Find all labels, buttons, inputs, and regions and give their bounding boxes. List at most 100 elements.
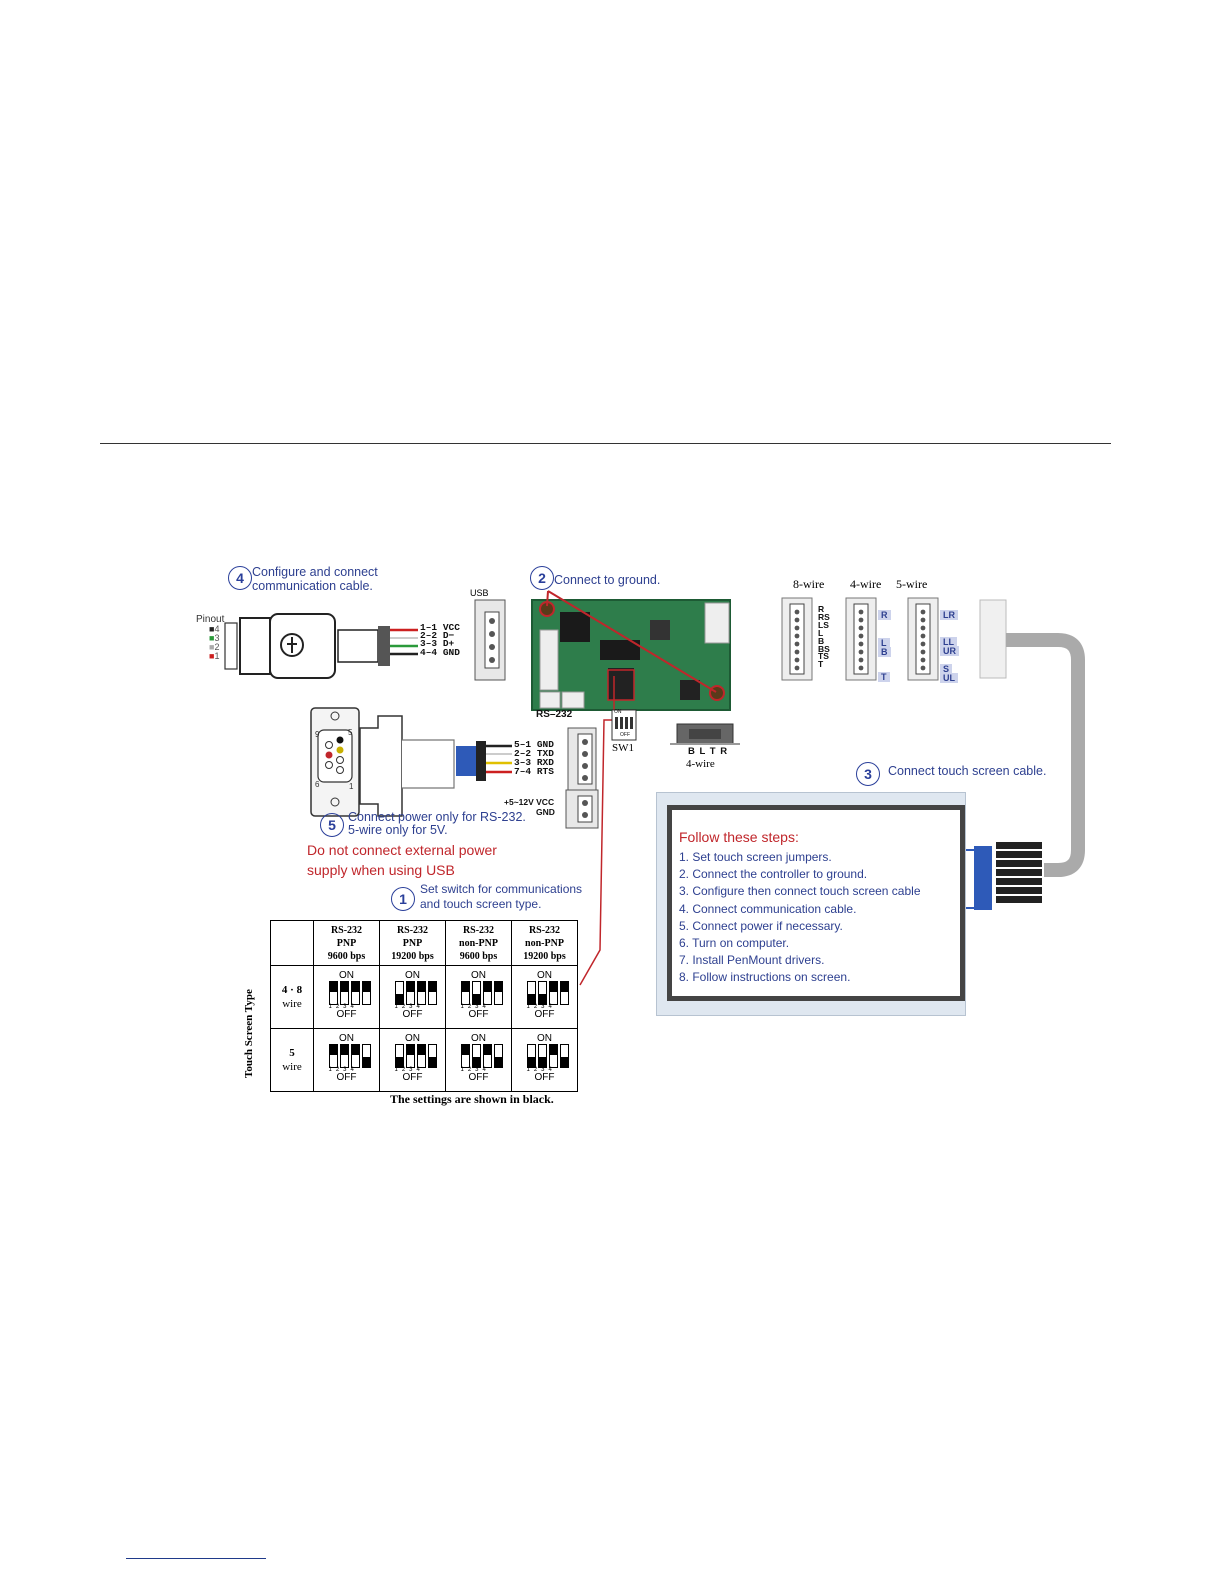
sw1-off-label: OFF [620, 732, 630, 738]
wire5-pin-ur: UR [940, 646, 959, 656]
dip-toggle [394, 1043, 404, 1068]
step-5-line1: Connect power only for RS-232. [348, 810, 526, 824]
dip-toggle [526, 980, 536, 1005]
dip-toggle [526, 1043, 536, 1068]
dip-off-label: OFF [468, 1071, 489, 1083]
usb-pin-1: 1–1 VCC [420, 622, 460, 633]
page-divider [100, 443, 1111, 444]
wire4-pin-t: T [878, 672, 890, 682]
footnote-rule [126, 1558, 266, 1559]
dip-off-label: OFF [336, 1071, 357, 1083]
dip-toggle [482, 980, 492, 1005]
wire8-pin-ts: TS [818, 651, 829, 662]
wire8-title: 8-wire [793, 577, 825, 591]
usb-power-warning: Do not connect external power supply whe… [307, 840, 497, 880]
step-item: 4. Connect communication cable. [679, 901, 857, 916]
step-item: 1. Set touch screen jumpers. [679, 850, 832, 864]
wire5-pin-ul: UL [940, 673, 958, 683]
dip-numbers: 1234 [526, 1003, 556, 1010]
dip-toggle [537, 1043, 547, 1068]
wire4-pin-r: R [878, 610, 891, 620]
sw1-on-label: ON [614, 709, 622, 715]
step-item: 8. Follow instructions on screen. [679, 970, 851, 985]
panel-bottom-bar [667, 996, 965, 1001]
bltr-sub-label: 4-wire [686, 758, 715, 770]
wire8-pin-labels: R RS LS L B BS TS T [818, 604, 830, 670]
steps-list: 1. Set touch screen jumpers. 2. Connect … [679, 849, 921, 987]
dip-toggle [471, 1043, 481, 1068]
dip-toggle [493, 980, 503, 1005]
step-1-line2: and touch screen type. [420, 897, 542, 911]
step-4-label: Configure and connect communication cabl… [252, 565, 378, 593]
dip-numbers: 1234 [328, 1066, 358, 1073]
step-item: 2. Connect the controller to ground. [679, 867, 868, 882]
wire4-pin-b: B [878, 647, 891, 657]
rs232-pin-2: 2–2 TXD [514, 748, 554, 759]
dip-toggle [548, 1043, 558, 1068]
dip-numbers: 1234 [460, 1003, 490, 1010]
usb-header [474, 599, 506, 681]
dip-toggle [482, 1043, 492, 1068]
dip-toggle [361, 1043, 371, 1068]
rs232-pin-4: 7–4 RTS [514, 766, 554, 777]
usb-pin-map: 1–1 VCC 2–2 D− 3–3 D+ 4–4 GND [420, 622, 460, 658]
sw1-label: SW1 [612, 742, 634, 754]
dip-toggle [427, 980, 437, 1005]
dip-off-label: OFF [336, 1008, 357, 1020]
step-3-badge: 3 [856, 762, 880, 786]
db9-num-bl: 6 [315, 780, 320, 789]
dip-on-label: ON [471, 969, 486, 981]
wire-connectors [781, 597, 939, 681]
dip-numbers: 1234 [394, 1003, 424, 1010]
dip-off-label: OFF [534, 1071, 555, 1083]
wire5-pin-ll: LL [940, 637, 957, 647]
warning-line1: Do not connect external power [307, 842, 497, 858]
usb-pin-2: 2–2 D− [420, 630, 455, 642]
dip-toggle [339, 980, 349, 1005]
panel-top-bar [667, 805, 965, 810]
steps-title: Follow these steps: [679, 829, 799, 845]
wire8-pin-t: T [818, 659, 824, 670]
pinout-4: ■4 [209, 624, 220, 634]
step-5-label: Connect power only for RS-232. 5-wire on… [348, 811, 526, 837]
touch-screen-type-axis-label: Touch Screen Type [243, 989, 255, 1078]
settings-caption: The settings are shown in black. [390, 1092, 554, 1106]
dip-numbers: 1234 [394, 1066, 424, 1073]
dip-toggle [537, 980, 547, 1005]
rs232-pin-1: 5–1 GND [514, 739, 554, 750]
touch-screen-panel: Follow these steps: 1. Set touch screen … [656, 792, 966, 1016]
step-3-label: Connect touch screen cable. [888, 764, 1047, 778]
wire8-pin-b: B [818, 635, 825, 646]
usb-pin-4: 4–4 GND [420, 646, 460, 658]
dip-toggle [416, 980, 426, 1005]
wire8-pin-bs: BS [818, 643, 830, 654]
step-item: 6. Turn on computer. [679, 936, 790, 951]
table-corner [270, 920, 314, 966]
dip-toggle [559, 980, 569, 1005]
dip-on-label: ON [339, 969, 354, 981]
bltr-connector [670, 723, 740, 745]
dip-off-label: OFF [402, 1071, 423, 1083]
wire8-pin-r: R [818, 604, 825, 614]
step-item: 3. Configure then connect touch screen c… [679, 884, 921, 899]
dip-off-label: OFF [468, 1008, 489, 1020]
power-pin-labels: +5~12V VCC GND [504, 797, 555, 817]
sw1-switch [611, 709, 637, 741]
wire5-pin-lr: LR [940, 610, 958, 620]
pinout-2: ■2 [209, 642, 220, 652]
dip-on-label: ON [537, 969, 552, 981]
dip-toggle [427, 1043, 437, 1068]
usb-pin-3: 3–3 D+ [420, 638, 455, 650]
step-4-line2: communication cable. [252, 579, 373, 593]
